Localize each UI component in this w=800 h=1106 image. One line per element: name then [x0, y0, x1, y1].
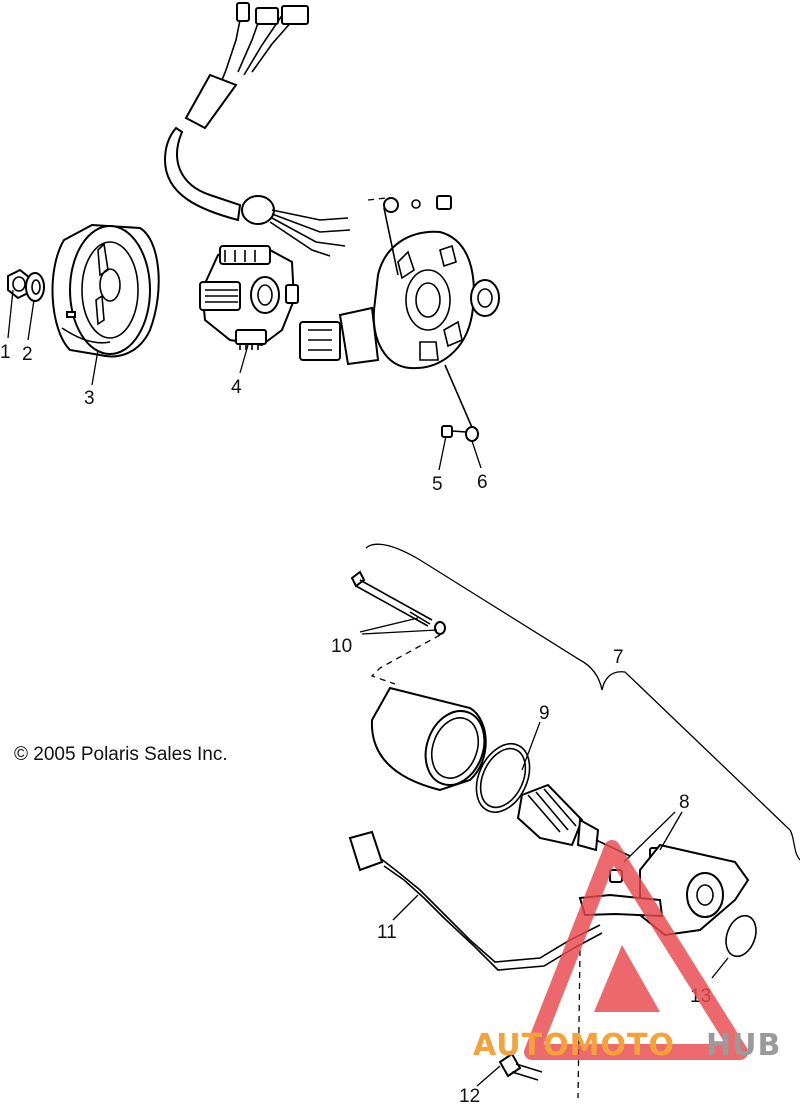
callout-3: 3 [84, 388, 95, 409]
callout-2: 2 [22, 344, 33, 365]
watermark-text: AUTOMOTO HUB [473, 1028, 781, 1063]
end-cover-o-ring-13 [725, 914, 757, 958]
callout-8: 8 [679, 792, 690, 813]
stator-plate [299, 195, 500, 433]
stator [199, 245, 299, 350]
callout-4: 4 [231, 377, 242, 398]
wiring-harness [163, 2, 351, 257]
callout-1: 1 [0, 342, 11, 363]
watermark-auto: AUTOMOTO [473, 1028, 675, 1063]
flywheel [51, 223, 160, 358]
callout-7: 7 [613, 647, 624, 668]
callout-11: 11 [377, 922, 397, 943]
starter-yoke [370, 686, 487, 792]
callout-9: 9 [539, 703, 550, 724]
callout-10: 10 [331, 636, 352, 657]
starter-armature [516, 783, 631, 857]
plate-screw [441, 425, 467, 438]
starter-through-bolts [350, 570, 446, 685]
watermark-triangle-icon [524, 840, 748, 1060]
starter-mount-bolt-12 [498, 949, 581, 1099]
flywheel-washer [25, 272, 45, 302]
automotohub-watermark [524, 840, 748, 1060]
starter-bracket-7 [365, 543, 800, 861]
watermark-hub: HUB [706, 1028, 781, 1063]
callout-5: 5 [432, 474, 443, 495]
copyright-notice: © 2005 Polaris Sales Inc. [14, 744, 228, 765]
leader-lines [7, 289, 729, 1087]
callout-6: 6 [477, 472, 488, 493]
callout-12: 12 [459, 1086, 480, 1106]
starter-o-ring-9 [475, 743, 531, 813]
plate-washer [465, 426, 479, 442]
